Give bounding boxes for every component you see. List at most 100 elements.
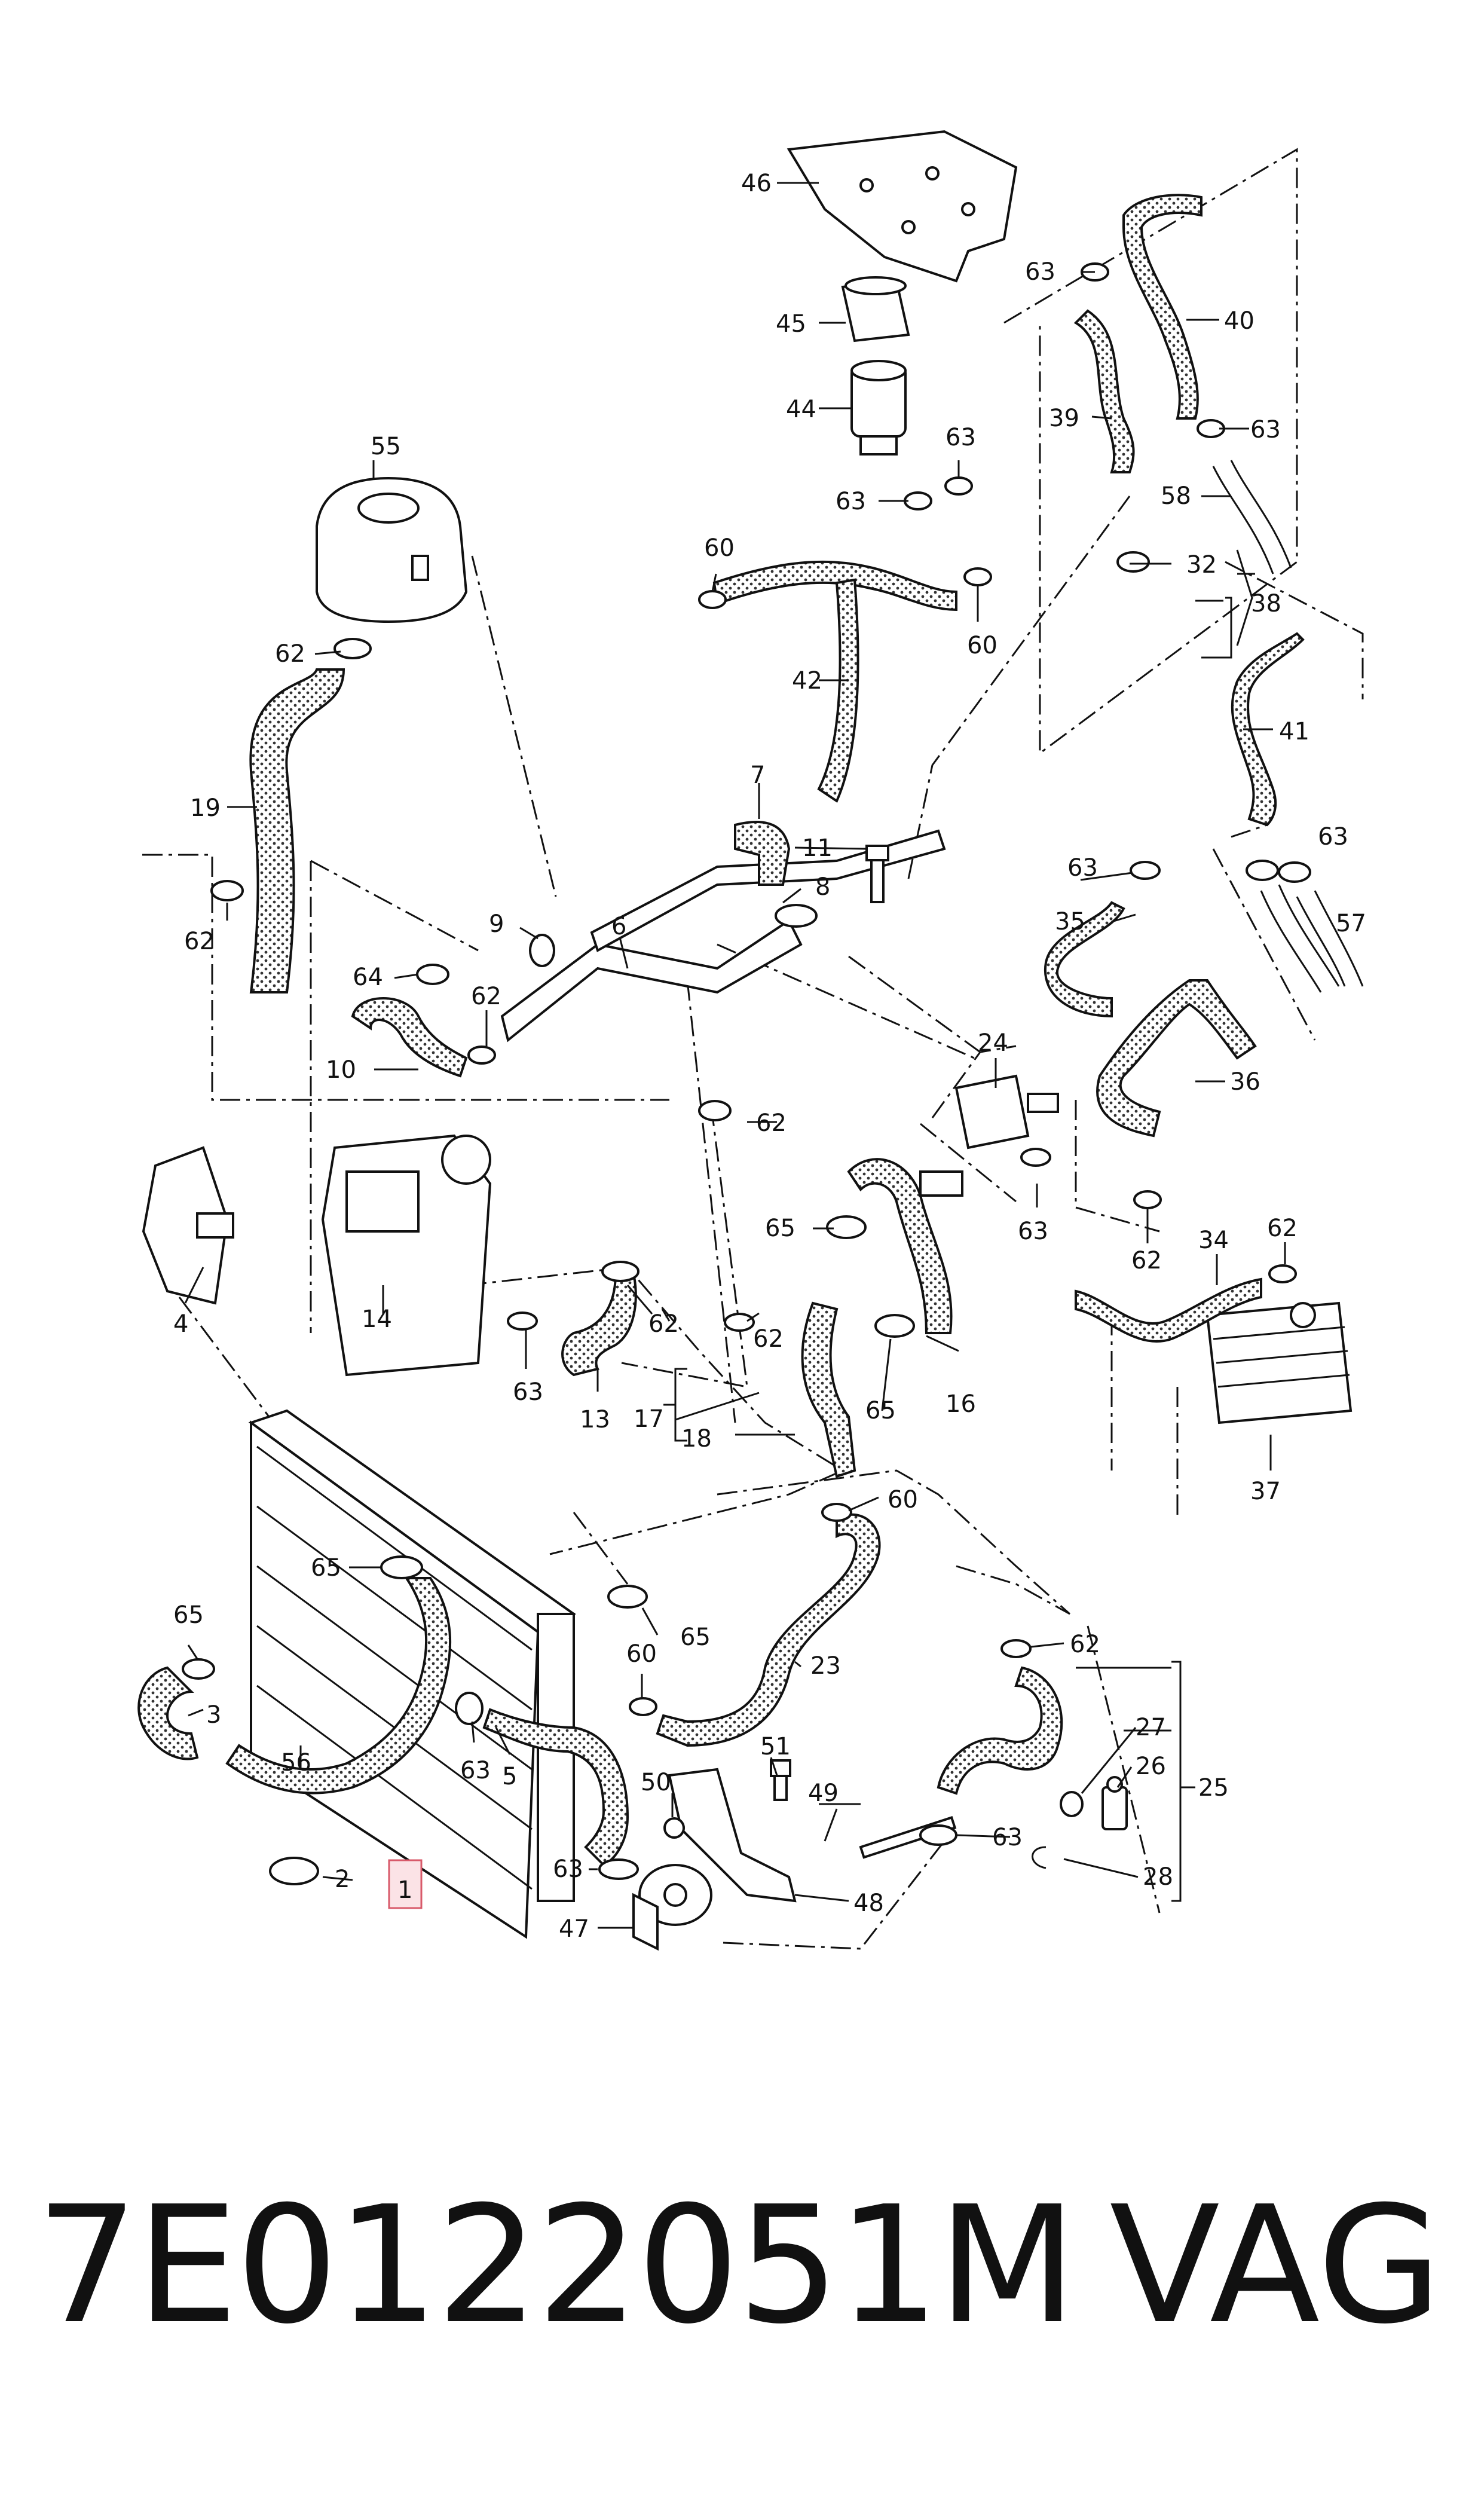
- part-56-radiator: [248, 1409, 576, 1939]
- part-58-pipes: [1212, 460, 1292, 574]
- callout-63-j: 63: [553, 1855, 583, 1883]
- callout-62-b: 62: [184, 928, 215, 955]
- part-2-clamp: [269, 1857, 319, 1885]
- part-27-oring: [1060, 1791, 1084, 1817]
- callout-65-d: 65: [680, 1624, 711, 1651]
- part-3-hose: [137, 1666, 199, 1760]
- part-47-pump: [632, 1864, 712, 1951]
- callout-32: 32: [1186, 551, 1217, 579]
- part-57-pipes: [1260, 884, 1364, 993]
- callout-24: 24: [978, 1029, 1008, 1057]
- callout-49: 49: [808, 1780, 839, 1807]
- part-50-washer: [663, 1817, 685, 1839]
- callout-55: 55: [371, 433, 401, 460]
- callout-2: 2: [335, 1866, 350, 1893]
- callout-9: 9: [489, 910, 504, 938]
- callout-51: 51: [760, 1733, 791, 1760]
- callout-62-c: 62: [471, 983, 501, 1010]
- callout-65-a: 65: [765, 1215, 795, 1242]
- part-number-text: 7E0122051M: [36, 2171, 1077, 2359]
- callout-37: 37: [1250, 1478, 1281, 1505]
- callout-62-e: 62: [753, 1325, 784, 1353]
- callout-60-c: 60: [888, 1486, 918, 1514]
- part-9-oring: [529, 934, 555, 967]
- clamps: [182, 262, 1311, 1880]
- part-23-hose: [656, 1513, 881, 1747]
- callout-63-c: 63: [836, 488, 866, 515]
- callout-42: 42: [792, 667, 822, 695]
- part-13-hose: [561, 1272, 637, 1377]
- callout-28: 28: [1143, 1863, 1173, 1891]
- callout-8: 8: [815, 873, 830, 901]
- part-36-hose: [1096, 979, 1257, 1138]
- callout-48: 48: [853, 1890, 884, 1917]
- part-18-hose: [801, 1301, 856, 1478]
- callout-64: 64: [353, 964, 383, 991]
- callout-27: 27: [1136, 1714, 1166, 1741]
- callout-50: 50: [641, 1769, 671, 1796]
- callout-62-a: 62: [275, 640, 305, 668]
- part-37-oil-cooler: [1205, 1301, 1353, 1424]
- callout-16: 16: [946, 1390, 976, 1418]
- part-42-hose: [712, 560, 957, 803]
- part-4-bracket: [142, 1146, 234, 1305]
- part-44-pump: [850, 360, 907, 455]
- callout-63-f: 63: [1067, 854, 1098, 882]
- callout-7: 7: [750, 762, 765, 789]
- callout-63-g: 63: [1018, 1218, 1048, 1245]
- callout-62-d: 62: [756, 1109, 787, 1137]
- parts-diagram: 1 2 3 4 5 6 7 8 9 10 11 13 14 16 17 18 1…: [137, 130, 1366, 1951]
- callout-63-d: 63: [1250, 416, 1281, 444]
- callout-62-f: 62: [648, 1310, 679, 1338]
- callout-65-e: 65: [173, 1601, 204, 1629]
- part-7-hose: [734, 821, 791, 886]
- callout-labels: 1 2 3 4 5 6 7 8 9 10 11 13 14 16 17 18 1…: [173, 170, 1366, 1943]
- callout-36: 36: [1230, 1068, 1260, 1096]
- part-16-hose: [847, 1158, 953, 1334]
- callout-63-k: 63: [992, 1824, 1023, 1851]
- callout-10: 10: [326, 1056, 356, 1084]
- callout-63-a: 63: [1025, 258, 1055, 286]
- callout-34: 34: [1198, 1227, 1229, 1254]
- callout-18: 18: [681, 1425, 712, 1453]
- callout-65-b: 65: [865, 1397, 896, 1424]
- callout-26: 26: [1136, 1753, 1166, 1780]
- part-24-tee: [919, 1074, 1059, 1197]
- callout-13: 13: [580, 1406, 610, 1433]
- callout-62-h: 62: [1267, 1215, 1298, 1242]
- highlight-box-part-1: [388, 1859, 423, 1909]
- callout-40: 40: [1224, 307, 1254, 335]
- callout-65-c: 65: [311, 1554, 341, 1582]
- callout-46: 46: [741, 170, 772, 197]
- part-46-bracket: [787, 130, 1018, 283]
- callout-62-g: 62: [1131, 1247, 1162, 1274]
- callout-63-h: 63: [513, 1378, 543, 1406]
- callout-35: 35: [1055, 908, 1085, 936]
- part-14-housing: [321, 1134, 492, 1377]
- callout-63-b: 63: [946, 424, 976, 451]
- callout-4: 4: [173, 1310, 188, 1338]
- part-55-expansion-tank: [316, 476, 468, 623]
- part-35-hose: [1044, 901, 1125, 1018]
- callout-60-b: 60: [967, 632, 998, 659]
- callout-6: 6: [611, 913, 626, 940]
- leader-lines: [184, 182, 1286, 1929]
- callout-14: 14: [362, 1306, 392, 1333]
- callout-38: 38: [1251, 590, 1281, 617]
- callout-63-e: 63: [1318, 823, 1348, 851]
- callout-57: 57: [1336, 910, 1366, 937]
- callout-25: 25: [1198, 1774, 1229, 1802]
- callout-23: 23: [810, 1652, 841, 1680]
- callout-39: 39: [1049, 405, 1079, 432]
- callout-1: 1: [397, 1876, 412, 1904]
- part-19-hose: [249, 668, 345, 993]
- callout-45: 45: [776, 310, 806, 338]
- part-11-bolt: [865, 845, 889, 903]
- part-41-hose: [1231, 632, 1305, 827]
- callout-3: 3: [206, 1701, 221, 1729]
- part-25-hose: [937, 1666, 1063, 1795]
- part-45-holder: [841, 276, 910, 343]
- callout-5: 5: [502, 1763, 517, 1790]
- caption-bar: 7E0122051M VAG: [0, 2176, 1484, 2355]
- callout-60-d: 60: [626, 1640, 657, 1668]
